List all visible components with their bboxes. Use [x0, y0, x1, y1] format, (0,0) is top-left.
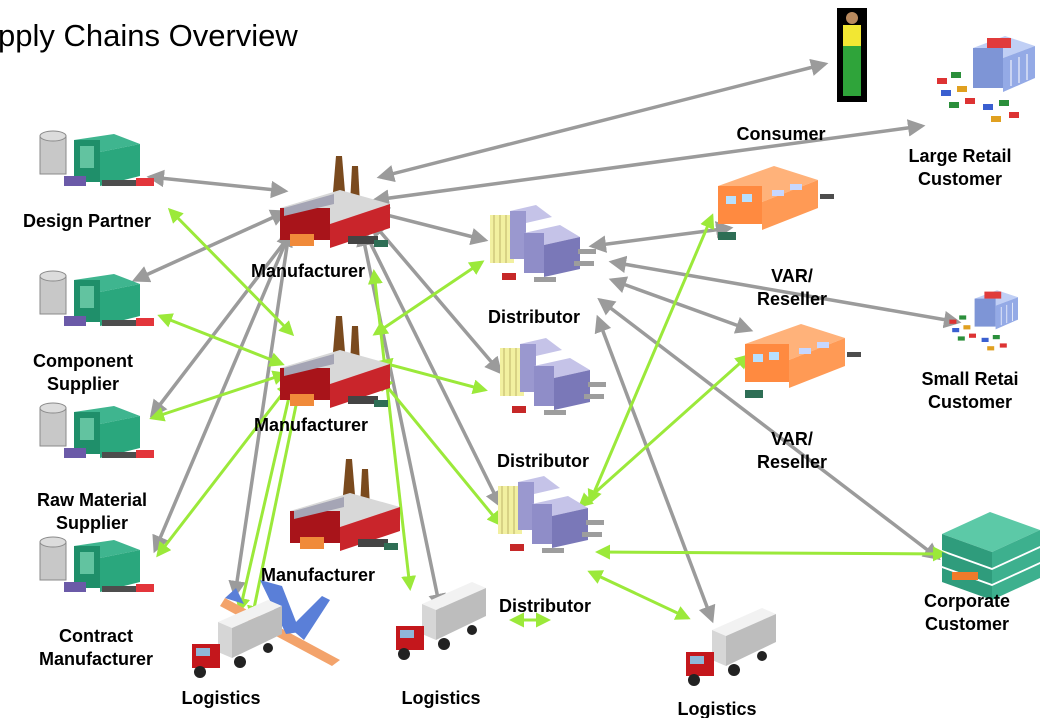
green-links [149, 207, 948, 628]
reseller-2-building-icon [745, 324, 861, 398]
consumer-person-icon [837, 8, 867, 102]
small-retail-store-icon [949, 289, 1019, 351]
logistics-1-label: Logistics [181, 688, 261, 708]
consumer-label: Consumer [736, 124, 826, 144]
manufacturer-3-factory-icon [290, 459, 400, 551]
distributor-2-label: Distributor [497, 451, 589, 471]
manufacturer-3-label: Manufacturer [260, 565, 376, 585]
contract-manufacturer-warehouse-icon [39, 536, 155, 593]
manufacturer-1-label: Manufacturer [250, 261, 366, 281]
large-retail-store-icon [936, 35, 1036, 123]
var-reseller-2-label: VAR/Reseller [756, 429, 828, 472]
page-title: pply Chains Overview [0, 18, 298, 53]
corporate-office-building-icon [942, 512, 1040, 600]
distributor-1-icon [489, 204, 597, 283]
logistics-2-label: Logistics [401, 688, 481, 708]
manufacturer-2-label: Manufacturer [253, 415, 369, 435]
manufacturer-2-factory-icon [280, 316, 390, 408]
distributor-2-icon [499, 337, 607, 416]
distributor-3-icon [497, 475, 605, 554]
truck-icon-3 [686, 608, 776, 686]
design-partner-warehouse-icon [39, 130, 155, 187]
logistics-3-label: Logistics [677, 699, 757, 718]
design-partner-label: Design Partner [22, 211, 152, 231]
distributor-1-label: Distributor [488, 307, 580, 327]
var-reseller-1-label: VAR/Reseller [756, 266, 828, 309]
manufacturer-1-factory-icon [280, 156, 390, 248]
truck-icon-2 [396, 582, 486, 660]
raw-material-warehouse-icon [39, 402, 155, 459]
reseller-1-building-icon [718, 166, 834, 240]
distributor-3-label: Distributor [499, 596, 591, 616]
